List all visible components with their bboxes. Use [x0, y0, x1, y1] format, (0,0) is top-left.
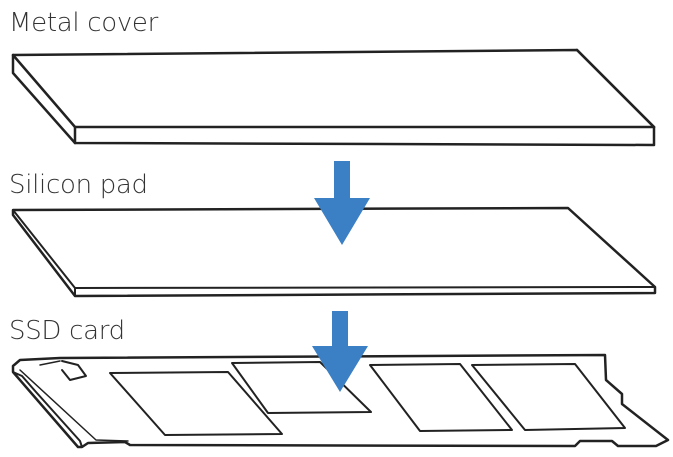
ssd-chip-controller [231, 361, 372, 414]
ssd-chip-1 [109, 371, 283, 436]
ssd-card-board [11, 353, 670, 449]
silicon-pad-sheet [11, 206, 657, 298]
ssd-chip-2 [369, 363, 513, 432]
metal-cover-plate [11, 48, 656, 147]
arrow-down-icon [314, 161, 370, 245]
metal-cover-label: Metal cover [9, 8, 159, 38]
ssd-chip-3 [471, 363, 626, 431]
silicon-pad-label: Silicon pad [9, 170, 148, 200]
ssd-card-label: SSD card [9, 316, 125, 346]
arrow-down-icon [312, 311, 368, 392]
